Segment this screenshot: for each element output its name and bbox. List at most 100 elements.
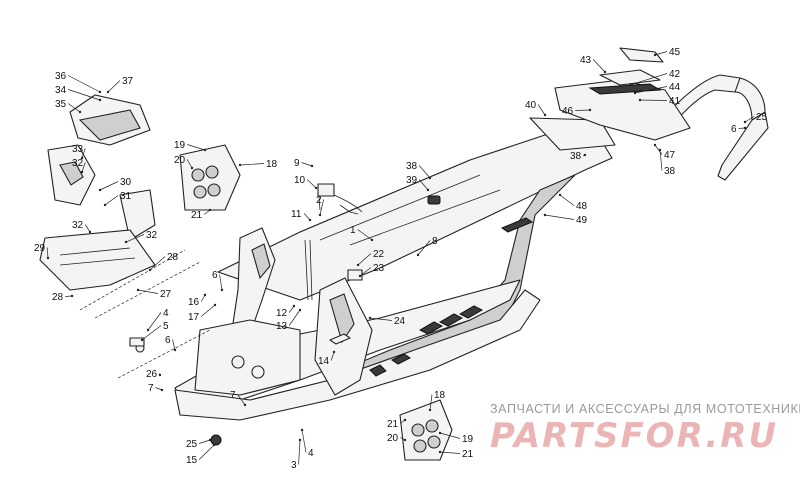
leader-line — [369, 317, 393, 321]
leader-dot — [146, 328, 150, 332]
leader-line — [137, 289, 159, 294]
callout-46: 46 — [562, 106, 574, 117]
leader-line — [654, 51, 668, 56]
callout-21: 21 — [191, 210, 203, 221]
leader-line — [81, 148, 86, 159]
leader-line — [418, 179, 429, 191]
decal — [500, 217, 534, 233]
callout-7: 7 — [148, 383, 154, 394]
leader-dot — [98, 188, 102, 192]
callout-25: 25 — [186, 439, 198, 450]
callout-32: 32 — [72, 220, 84, 231]
leader-line — [288, 309, 301, 326]
callout-38: 38 — [664, 166, 676, 177]
callout-31: 31 — [120, 191, 132, 202]
callout-33: 33 — [72, 144, 84, 155]
leader-line — [357, 253, 372, 266]
callout-40: 40 — [525, 100, 537, 111]
leader-line — [46, 247, 49, 259]
leader-dot — [588, 108, 592, 112]
callout-30: 30 — [120, 177, 132, 188]
leader-dot — [332, 350, 336, 354]
leader-line — [68, 89, 101, 101]
callout-38: 38 — [570, 151, 582, 162]
callout-32: 32 — [146, 230, 158, 241]
callout-38: 38 — [406, 161, 418, 172]
upper-left-assembly — [39, 94, 156, 291]
leader-dot — [98, 90, 102, 94]
callout-34: 34 — [55, 85, 67, 96]
callout-17: 17 — [188, 312, 200, 323]
leader-line — [203, 209, 211, 215]
leader-dot — [403, 418, 407, 422]
leader-line — [357, 229, 373, 241]
leader-line — [84, 224, 91, 233]
leader-line — [104, 195, 119, 206]
watermark-logo: PARTSFOR.RU — [490, 416, 779, 456]
leader-line — [99, 181, 119, 191]
leader-dot — [370, 238, 374, 242]
leader-line — [239, 163, 265, 166]
leader-dot — [203, 293, 207, 297]
leader-dot — [308, 218, 312, 222]
leader-dot — [633, 91, 637, 95]
callout-7: 7 — [230, 390, 236, 401]
callout-47: 47 — [664, 150, 676, 161]
callout-16: 16 — [188, 297, 200, 308]
leader-dot — [98, 98, 102, 102]
leader-line — [654, 144, 663, 155]
callout-32: 32 — [72, 158, 84, 169]
leader-dot — [80, 156, 84, 160]
leader-dot — [428, 408, 432, 412]
callout-43: 43 — [580, 55, 592, 66]
callout-leaders — [46, 51, 755, 465]
callout-3: 3 — [291, 460, 297, 471]
leader-line — [219, 274, 223, 291]
leader-dot — [298, 308, 302, 312]
leader-dot — [136, 288, 140, 292]
leader-dot — [238, 163, 242, 167]
callout-22: 22 — [373, 249, 385, 260]
callout-11: 11 — [291, 209, 302, 220]
leader-line — [186, 159, 193, 169]
leader-dot — [743, 120, 747, 124]
leader-line — [107, 80, 121, 93]
callout-39: 39 — [406, 175, 418, 186]
callout-19: 19 — [174, 140, 186, 151]
leader-line — [319, 199, 324, 216]
leader-dot — [106, 90, 110, 94]
leader-line — [330, 351, 335, 361]
leader-line — [659, 149, 663, 171]
callout-19: 19 — [462, 434, 474, 445]
leader-line — [559, 194, 575, 206]
callout-18: 18 — [266, 159, 278, 170]
callout-14: 14 — [318, 356, 330, 367]
callout-4: 4 — [308, 448, 314, 459]
leader-line — [544, 214, 575, 220]
leader-dot — [638, 98, 642, 102]
leader-line — [303, 213, 311, 221]
tail-parts — [529, 47, 691, 151]
callout-9: 9 — [294, 158, 300, 169]
leader-dot — [220, 288, 224, 292]
callout-6: 6 — [731, 124, 737, 135]
leader-line — [172, 339, 176, 351]
watermark-caption: ЗАПЧАСТИ И АКСЕССУАРЫ ДЛЯ МОТОТЕХНИКИ — [490, 402, 800, 416]
callout-28: 28 — [167, 252, 179, 263]
callout-23: 23 — [373, 263, 385, 274]
leader-line — [439, 432, 461, 439]
leader-dot — [124, 240, 128, 244]
callout-20: 20 — [387, 433, 399, 444]
callout-42: 42 — [669, 69, 681, 80]
leader-dot — [148, 268, 152, 272]
callout-13: 13 — [276, 321, 288, 332]
callout-8: 8 — [432, 236, 438, 247]
leader-line — [125, 234, 145, 243]
callout-10: 10 — [294, 175, 306, 186]
leader-dot — [603, 70, 607, 74]
leader-dot — [300, 428, 304, 432]
leader-line — [141, 325, 162, 341]
leader-line — [200, 304, 216, 317]
leader-dot — [208, 438, 212, 442]
